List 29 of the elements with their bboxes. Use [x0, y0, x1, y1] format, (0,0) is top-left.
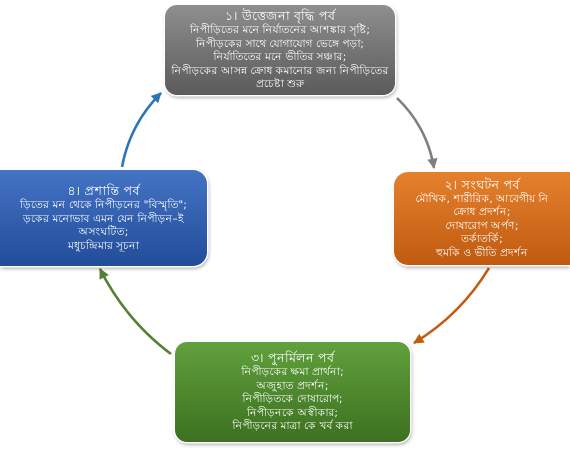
cycle-arrow [396, 97, 438, 170]
phase-item: ড়িতের মন থেকে নিপীড়নের "বিস্মৃতি"; [20, 199, 187, 212]
phase-item: ক্রোধ প্রদর্শন; [454, 206, 510, 219]
phase-item: নিপীড়কের সাথে যোগাযোগ ভেঙ্গে পড়া; [196, 38, 364, 50]
phase-item: দোষারোপ অর্পণ; [446, 220, 518, 232]
phase-box [165, 5, 395, 95]
phase-item: নিপীড়িতকে দোষারোপ; [242, 393, 342, 406]
phase-item: নিপীড়নের মাত্রা কে খর্ব করা [232, 420, 353, 434]
phase-item: মধুচন্দ্রিমার সূচনা [68, 240, 140, 253]
phase-item: হুমকি ও ভীতি প্রদর্শন [436, 246, 528, 260]
phase-title: ২। সংঘটন পর্ব [444, 176, 520, 192]
phase-item: ড়কের মনোভাব এমন যেন নিপীড়ন–ই অসংঘটিত; [22, 212, 185, 240]
phase-box [0, 170, 207, 266]
phase-box [394, 172, 570, 265]
phase-item: তর্কাতর্কি; [461, 233, 503, 246]
phase-title: ৩। পুনর্মিলন পর্ব [251, 350, 334, 366]
phase-item: মৌখিক, শারীরিক, আবেগীয় নি [416, 192, 548, 205]
phase-item: নিপীড়িতের মনে নির্যাতনের আশঙ্কার সৃষ্টি; [190, 24, 370, 37]
cycle-arrow [120, 92, 162, 168]
phase-item: নিপীড়কের ক্ষমা প্রার্থনা; [241, 366, 344, 379]
cycle-arrow [98, 268, 172, 356]
phase-title: ৪। প্রশান্তি পর্ব [68, 183, 140, 198]
phase-item: নির্যাতিতের মনে ভীতির সঞ্চার; [214, 51, 346, 64]
phase-item: নিপীড়নকে অস্বীকার; [247, 406, 338, 419]
cycle-arrow [413, 267, 490, 344]
phase-item: নিপীড়কের আসন্ন ক্রোধ কমানোর জন্য নিপীড়িতের প্রচেষ্টা শুরু [170, 64, 390, 92]
phase-box [175, 342, 410, 442]
phase-title: ১। উত্তেজনা বৃদ্ধি পর্ব [225, 8, 335, 24]
phase-item: অজুহাত প্রদর্শন; [256, 380, 328, 392]
